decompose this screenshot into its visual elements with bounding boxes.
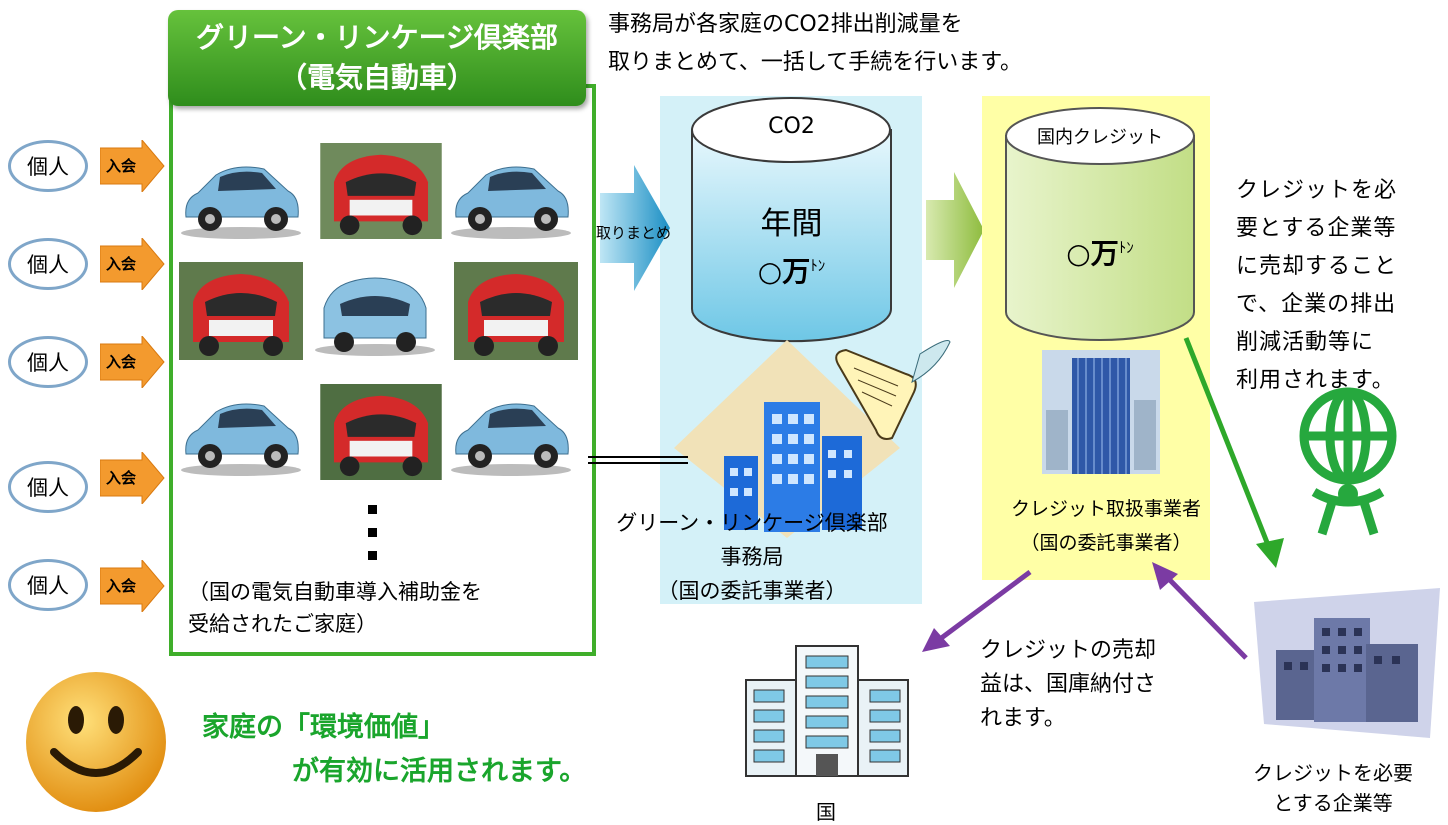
proceeds-note-line3: れます。 — [980, 706, 1066, 731]
document-scroll-icon — [835, 340, 951, 440]
company-building-icon — [1254, 588, 1440, 738]
secretariat-line1: グリーン・リンケージ倶楽部 — [616, 511, 888, 535]
join-label-4: 入会 — [106, 469, 137, 487]
credit-tank-amount: ○万ﾄﾝ — [1004, 232, 1196, 272]
top-note-line1: 事務局が各家庭のCO2排出削減量を — [608, 12, 963, 37]
electric-car-icon — [315, 277, 435, 356]
top-note: 事務局が各家庭のCO2排出削減量を 取りまとめて、一括して手続を行います。 — [608, 6, 1022, 82]
join-arrow-icon — [100, 140, 165, 192]
co2-amount-value: ○万 — [757, 255, 811, 288]
join-arrow-icon — [100, 336, 165, 388]
country-label: 国 — [816, 800, 836, 824]
aggregate-label: 取りまとめ — [596, 224, 672, 242]
electric-car-icon — [451, 166, 571, 239]
join-arrow-icon — [100, 560, 165, 612]
credit-amount-unit: ﾄﾝ — [1118, 238, 1134, 257]
secretariat-line2: 事務局 — [720, 545, 784, 569]
happy-message: 家庭の「環境価値」 が有効に活用されます。 — [202, 706, 586, 794]
side-note-line2: 要とする企業等 — [1236, 216, 1397, 241]
more-dots — [368, 505, 380, 574]
electric-car-icon — [181, 403, 301, 476]
happy-message-line1: 家庭の「環境価値」 — [202, 712, 445, 743]
company-label: クレジットを必要 とする企業等 — [1228, 758, 1438, 818]
co2-tank-icon — [691, 97, 892, 343]
government-building-icon — [745, 645, 909, 777]
aggregate-arrow-icon — [600, 165, 670, 291]
subsidy-note-line1: （国の電気自動車導入補助金を — [188, 580, 482, 604]
credit-handler-label: クレジット取扱事業者 （国の委託事業者） — [990, 492, 1222, 560]
secretariat-label: グリーン・リンケージ倶楽部 事務局 （国の委託事業者） — [596, 506, 908, 608]
individual-5: 個人 — [8, 559, 88, 611]
proceeds-note-line2: 益は、国庫納付さ — [980, 672, 1157, 697]
office-building-icon — [674, 340, 900, 538]
top-note-line2: 取りまとめて、一括して手続を行います。 — [608, 50, 1023, 75]
join-label-5: 入会 — [106, 577, 137, 595]
electric-car-icon — [181, 166, 301, 239]
join-arrow-5: 入会 — [100, 560, 166, 612]
side-note-line5: 削減活動等に — [1236, 330, 1375, 355]
credit-tank-icon — [1005, 107, 1195, 341]
secretariat-line3: （国の委託事業者） — [657, 579, 847, 603]
smiley-face-icon — [26, 672, 166, 812]
connector-line-icon — [588, 456, 688, 464]
electric-car-icon — [454, 262, 578, 360]
proceeds-arrow-icon — [922, 569, 1032, 652]
individual-1: 個人 — [8, 140, 88, 192]
transfer-arrow-icon — [926, 172, 984, 288]
side-note-line1: クレジットを必 — [1236, 178, 1398, 203]
electric-car-icon — [451, 403, 571, 476]
subsidy-note-line2: 受給されたご家庭） — [188, 612, 377, 636]
join-arrow-4: 入会 — [100, 452, 166, 504]
electric-car-icon — [320, 384, 442, 480]
credit-handler-line2: （国の委託事業者） — [1020, 532, 1192, 554]
join-label-1: 入会 — [106, 157, 137, 175]
individual-3: 個人 — [8, 336, 88, 388]
join-label-2: 入会 — [106, 255, 137, 273]
happy-message-line2: が有効に活用されます。 — [292, 756, 587, 787]
company-line1: クレジットを必要 — [1253, 761, 1413, 785]
co2-tank-header: CO2 — [768, 114, 815, 139]
join-arrow-icon — [100, 452, 165, 504]
electric-car-icon — [320, 143, 442, 239]
join-arrow-3: 入会 — [100, 336, 166, 388]
co2-tank-amount: ○万ﾄﾝ — [690, 250, 893, 290]
credit-handler-line1: クレジット取扱事業者 — [1010, 498, 1201, 520]
club-header: グリーン・リンケージ倶楽部 （電気自動車） — [168, 10, 586, 106]
skyscraper-icon — [1042, 350, 1160, 474]
payment-arrow-icon — [1152, 562, 1248, 660]
club-title-line2: （電気自動車） — [278, 61, 475, 94]
company-line2: とする企業等 — [1273, 791, 1393, 815]
sale-arrow-icon — [1183, 337, 1284, 568]
co2-tank-year: 年間 — [760, 206, 823, 242]
co2-amount-unit: ﾄﾝ — [810, 256, 826, 275]
proceeds-note: クレジットの売却 益は、国庫納付さ れます。 — [980, 634, 1156, 736]
individual-4: 個人 — [8, 461, 88, 513]
join-arrow-2: 入会 — [100, 238, 166, 290]
side-note-line6: 利用されます。 — [1236, 368, 1395, 393]
subsidy-note: （国の電気自動車導入補助金を 受給されたご家庭） — [188, 576, 482, 640]
proceeds-note-line1: クレジットの売却 — [980, 638, 1157, 663]
join-arrow-1: 入会 — [100, 140, 166, 192]
join-arrow-icon — [100, 238, 165, 290]
credit-tank-header: 国内クレジット — [1037, 127, 1163, 148]
electric-car-icon — [179, 262, 303, 360]
side-note: クレジットを必 要とする企業等 に売却すること で、企業の排出 削減活動等に 利… — [1236, 172, 1436, 400]
side-note-line4: で、企業の排出 — [1236, 292, 1397, 317]
individual-2: 個人 — [8, 238, 88, 290]
credit-amount-value: ○万 — [1066, 237, 1119, 270]
globe-person-icon — [1299, 387, 1397, 536]
club-title-line1: グリーン・リンケージ倶楽部 — [195, 21, 559, 54]
join-label-3: 入会 — [106, 353, 137, 371]
side-note-line3: に売却すること — [1236, 254, 1398, 279]
